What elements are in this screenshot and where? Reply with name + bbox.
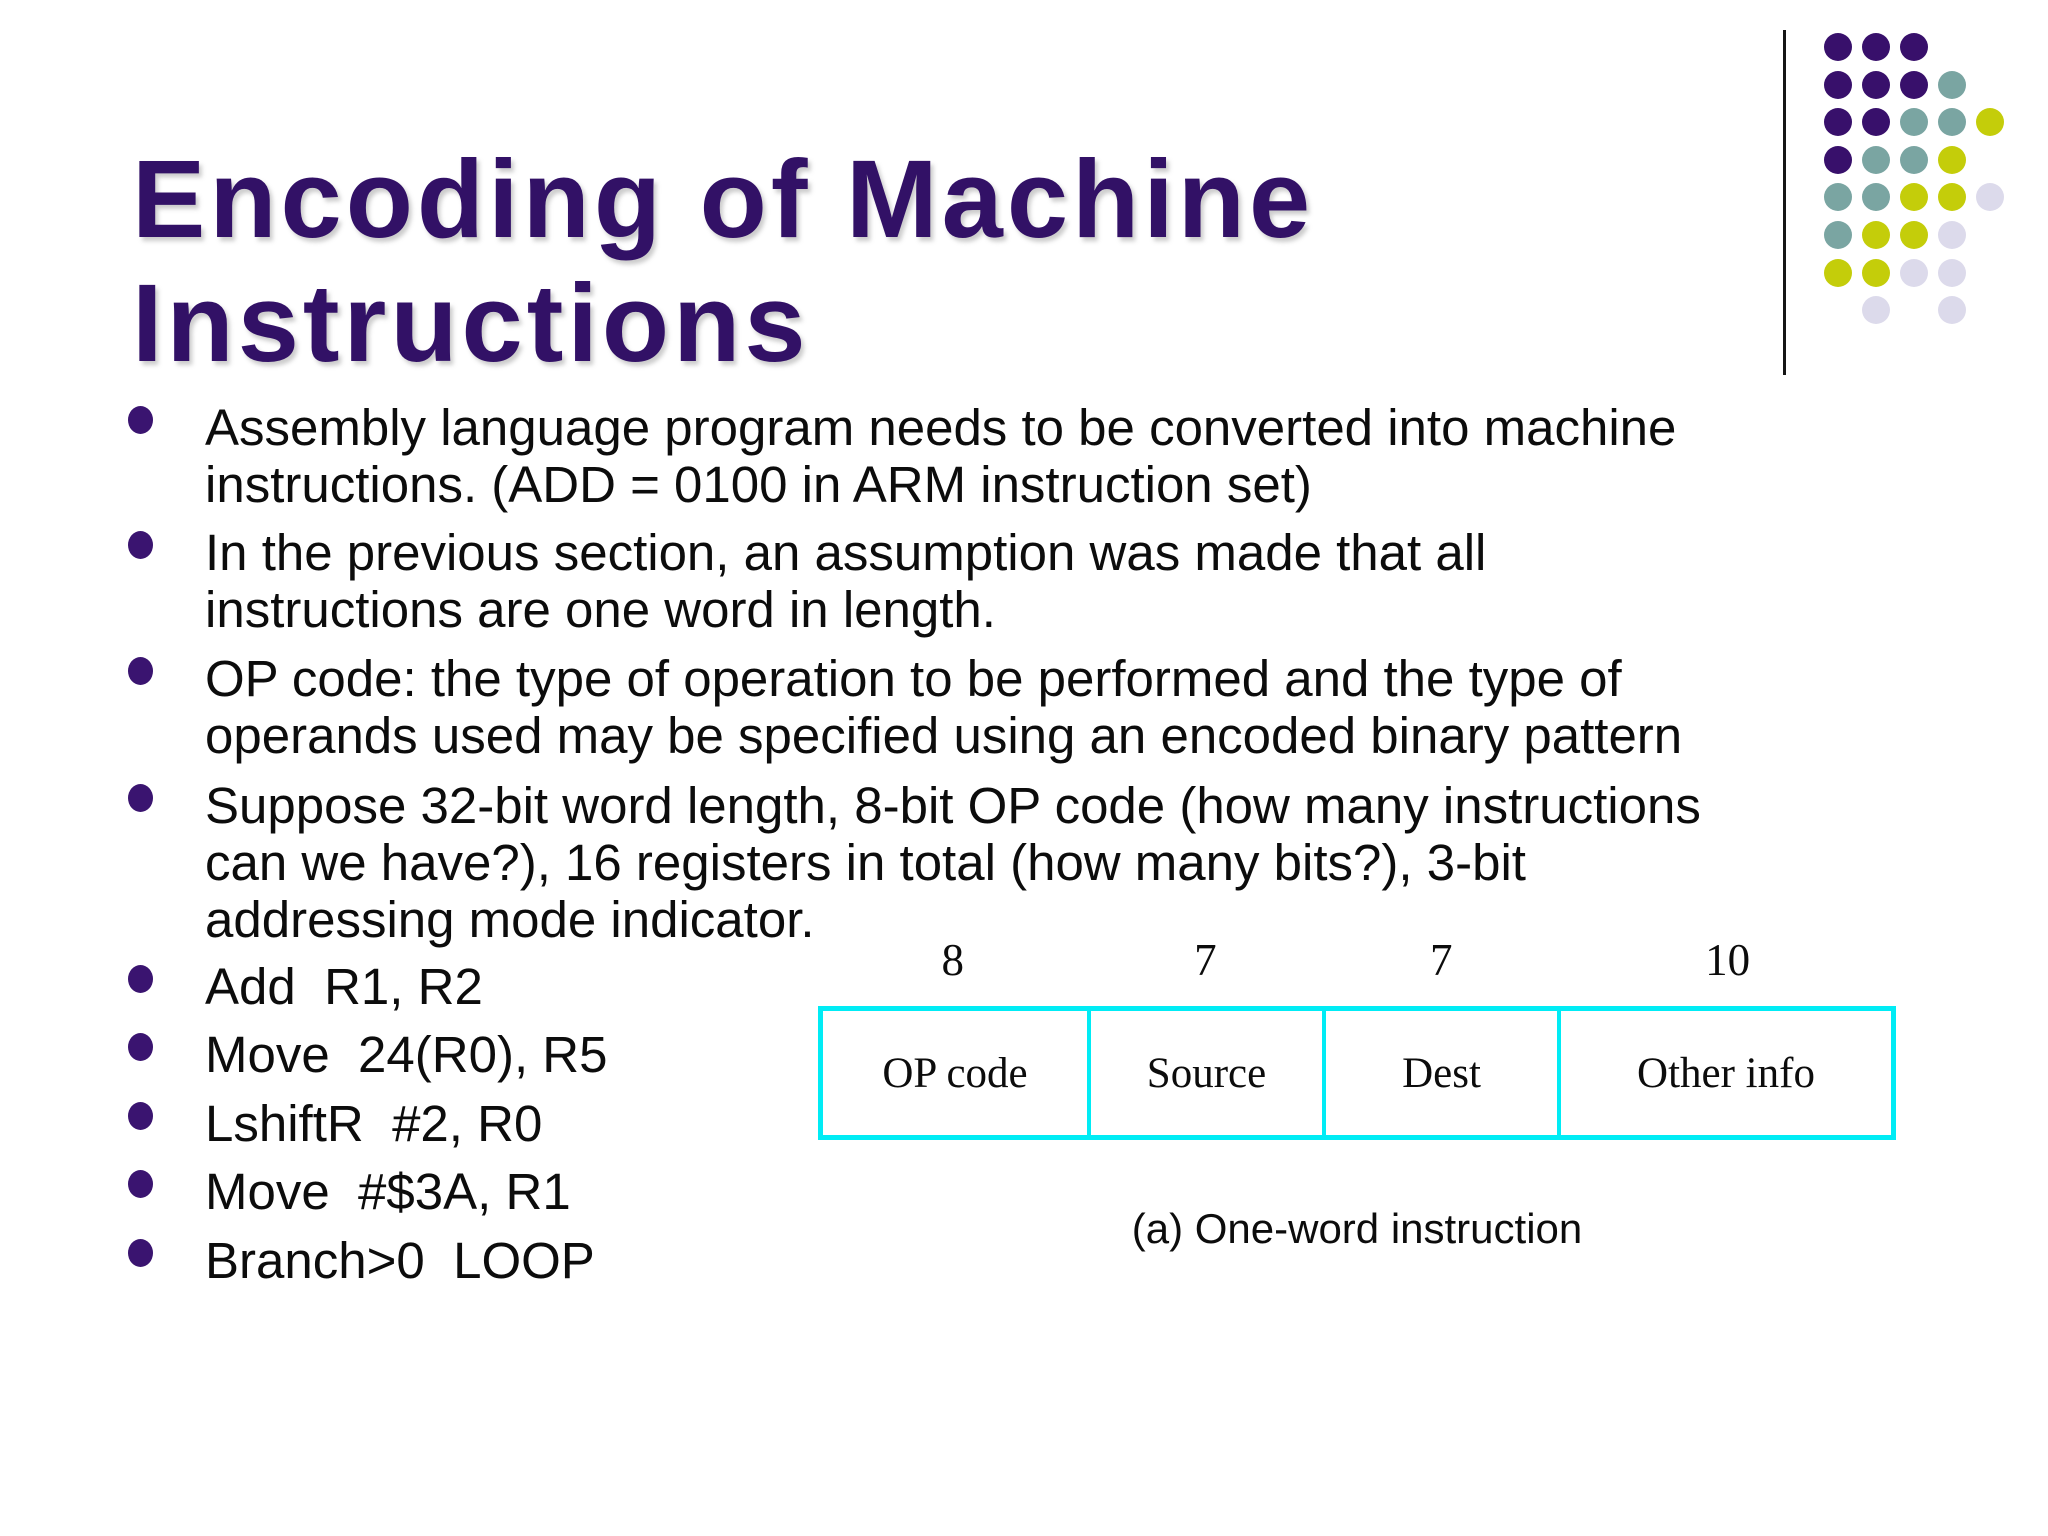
bullet-icon bbox=[128, 965, 153, 993]
decorative-vertical-rule bbox=[1783, 30, 1786, 375]
bullet-line: instructions are one word in length. bbox=[205, 581, 996, 638]
deco-dot bbox=[1824, 258, 1852, 287]
bullet-line: Suppose 32-bit word length, 8-bit OP cod… bbox=[205, 777, 1701, 834]
field-opcode: OP code bbox=[823, 1011, 1091, 1135]
deco-dot bbox=[1824, 33, 1852, 61]
bullet-line: operands used may be specified using an … bbox=[205, 707, 1683, 764]
bullet-icon bbox=[128, 1033, 153, 1061]
title-line-1: Encoding of Machine bbox=[132, 137, 1315, 261]
deco-dot bbox=[1862, 258, 1890, 287]
deco-dot bbox=[1900, 108, 1928, 137]
bullet-item: OP code: the type of operation to be per… bbox=[128, 650, 1938, 764]
deco-dot bbox=[1824, 70, 1852, 99]
deco-dot bbox=[1938, 70, 1966, 99]
bullet-line: LshiftR #2, R0 bbox=[205, 1095, 543, 1152]
deco-dot bbox=[1862, 145, 1890, 174]
deco-dot bbox=[1938, 145, 1966, 174]
bullet-item: Move 24(R0), R5 bbox=[128, 1026, 1938, 1083]
bullet-line: can we have?), 16 registers in total (ho… bbox=[205, 834, 1526, 891]
deco-dot bbox=[1824, 145, 1852, 174]
slide-title: Encoding of Machine Instructions bbox=[132, 138, 1314, 386]
bullet-icon bbox=[128, 531, 153, 559]
bullet-icon bbox=[128, 784, 153, 812]
deco-dot bbox=[1862, 70, 1890, 99]
deco-dot bbox=[1938, 108, 1966, 137]
bullet-line: Branch>0 LOOP bbox=[205, 1232, 595, 1289]
bullet-icon bbox=[128, 1239, 153, 1267]
deco-dot bbox=[1976, 108, 2004, 137]
bit-width-row: 8 7 7 10 bbox=[818, 936, 1896, 984]
bullet-line: Move 24(R0), R5 bbox=[205, 1026, 608, 1083]
deco-dot bbox=[1900, 70, 1928, 99]
bit-width-label: 7 bbox=[1194, 935, 1217, 985]
deco-dot bbox=[1824, 183, 1852, 212]
deco-dot bbox=[1900, 145, 1928, 174]
bullet-line: OP code: the type of operation to be per… bbox=[205, 650, 1622, 707]
deco-dot bbox=[1938, 221, 1966, 249]
bullet-icon bbox=[128, 1102, 153, 1130]
field-source: Source bbox=[1091, 1011, 1326, 1135]
deco-dot bbox=[1900, 258, 1928, 287]
bullet-line: addressing mode indicator. bbox=[205, 891, 815, 948]
bullet-line: Add R1, R2 bbox=[205, 958, 483, 1015]
bullet-item: Suppose 32-bit word length, 8-bit OP cod… bbox=[128, 777, 1938, 948]
deco-dot bbox=[1938, 296, 1966, 325]
deco-dot bbox=[1900, 33, 1928, 61]
deco-dot bbox=[1900, 183, 1928, 212]
field-otherinfo: Other info bbox=[1637, 1049, 1815, 1097]
deco-dot bbox=[1862, 108, 1890, 137]
bullet-item: Move #$3A, R1 bbox=[128, 1163, 1938, 1220]
bullet-item: Add R1, R2 bbox=[128, 958, 1938, 1015]
deco-dot bbox=[1862, 221, 1890, 249]
bullet-line: In the previous section, an assumption w… bbox=[205, 524, 1487, 581]
dot-grid-decoration bbox=[1824, 33, 2024, 343]
deco-dot bbox=[1862, 183, 1890, 212]
bullet-line: Assembly language program needs to be co… bbox=[205, 399, 1677, 456]
deco-dot bbox=[1862, 33, 1890, 61]
bullet-icon bbox=[128, 406, 153, 434]
bullet-item: In the previous section, an assumption w… bbox=[128, 524, 1938, 638]
bullet-icon bbox=[128, 657, 153, 685]
deco-dot bbox=[1862, 296, 1890, 325]
bullet-item: LshiftR #2, R0 bbox=[128, 1095, 1938, 1152]
bullet-line: instructions. (ADD = 0100 in ARM instruc… bbox=[205, 456, 1312, 513]
deco-dot bbox=[1824, 221, 1852, 249]
title-line-2: Instructions bbox=[132, 261, 810, 385]
bit-width-label: 8 bbox=[941, 935, 965, 985]
bullet-item: Branch>0 LOOP bbox=[128, 1232, 1938, 1289]
deco-dot bbox=[1938, 258, 1966, 287]
bullet-icon bbox=[128, 1170, 153, 1198]
deco-dot bbox=[1900, 221, 1928, 249]
bullet-line: Move #$3A, R1 bbox=[205, 1163, 571, 1220]
figure-caption: (a) One-word instruction bbox=[1131, 1205, 1583, 1252]
deco-dot bbox=[1976, 183, 2004, 212]
instruction-word-box: OP code Source Dest Other info bbox=[818, 1006, 1896, 1140]
bullet-item: Assembly language program needs to be co… bbox=[128, 399, 1938, 513]
field-dest: Dest bbox=[1326, 1011, 1561, 1135]
deco-dot bbox=[1938, 183, 1966, 212]
bit-width-label: 7 bbox=[1429, 935, 1453, 985]
bit-width-label: 10 bbox=[1705, 935, 1751, 985]
deco-dot bbox=[1824, 108, 1852, 137]
